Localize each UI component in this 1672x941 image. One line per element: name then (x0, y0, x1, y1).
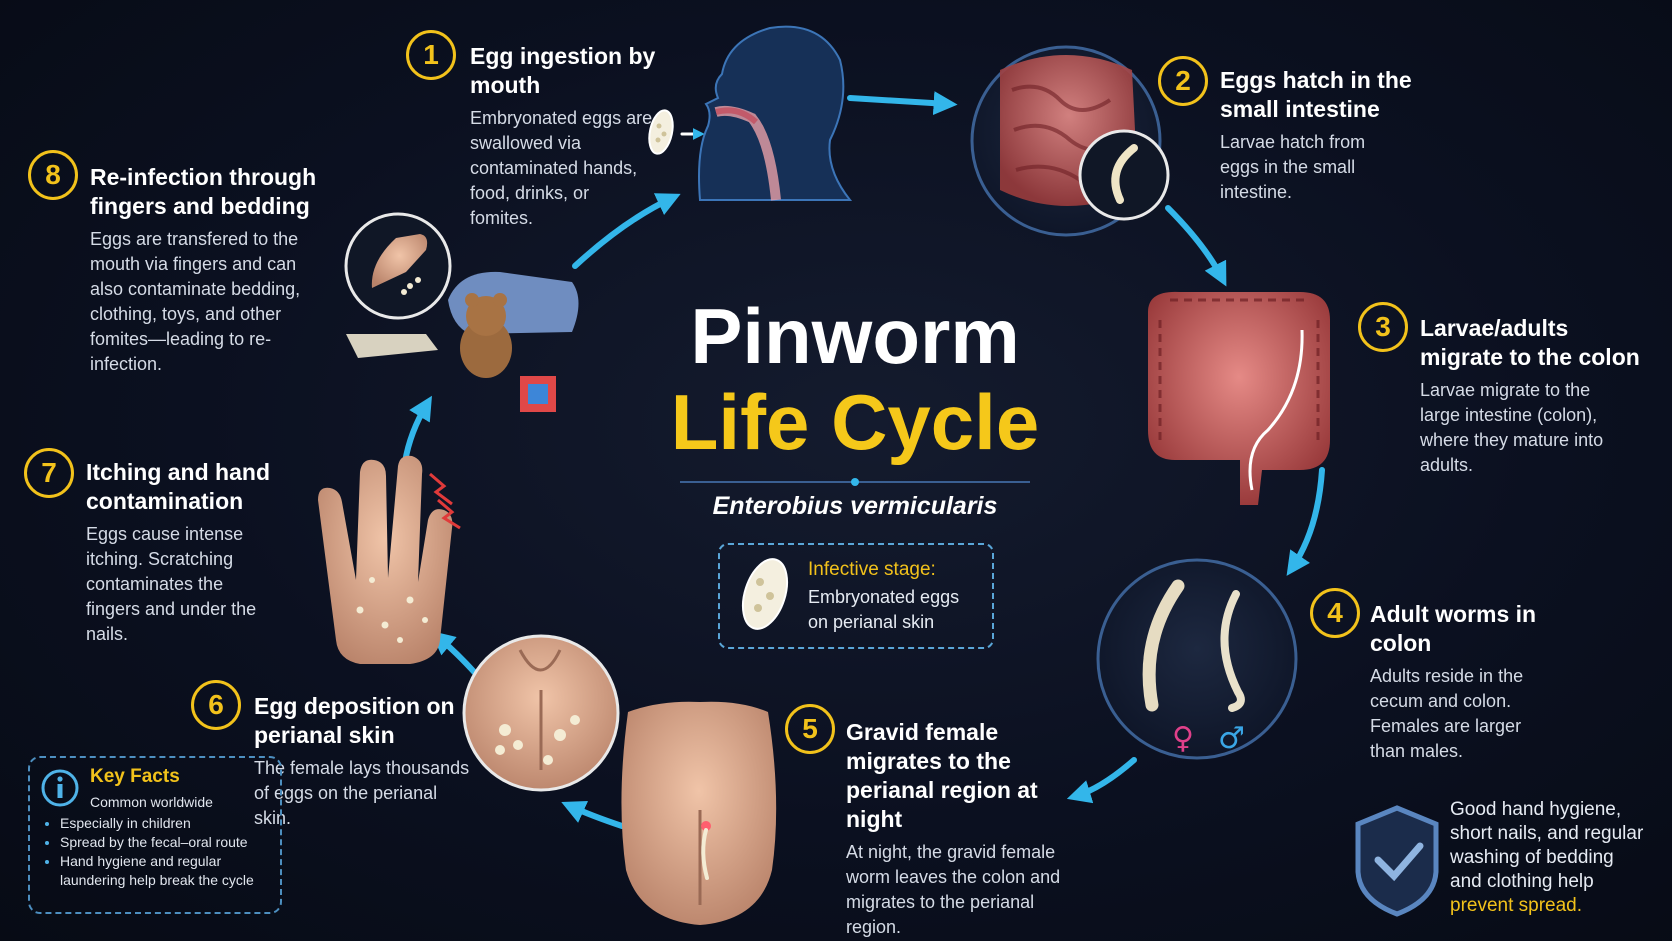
prevention-text: Good hand hygiene, short nails, and regu… (1450, 799, 1644, 892)
step-7-title: Itching and hand contamination (86, 459, 270, 514)
perianal-eggs-icon (462, 634, 620, 792)
head-profile-icon (698, 25, 853, 201)
step-5-number: 5 (785, 704, 835, 754)
step-5-text: At night, the gravid female worm leaves … (846, 842, 1061, 937)
step-8-title: Re-infection through fingers and bedding (90, 164, 317, 219)
step-5: Gravid female migrates to the perianal r… (846, 718, 1091, 940)
step-2-number: 2 (1158, 56, 1208, 106)
small-intestine-icon (970, 45, 1170, 237)
step-2-title: Eggs hatch in the small intestine (1220, 67, 1412, 122)
infective-stage-box: Infective stage: Embryonated eggs on per… (718, 543, 994, 649)
worms-icon: ♀ ♂ (1096, 558, 1298, 760)
step-3: Larvae/adults migrate to the colon Larva… (1420, 314, 1650, 478)
step-6: Egg deposition on perianal skin The fema… (254, 692, 479, 831)
key-facts-list: Especially in children Spread by the fec… (32, 814, 286, 890)
female-symbol: ♀ (1172, 721, 1194, 756)
step-4-text: Adults reside in the cecum and colon. Fe… (1370, 666, 1524, 761)
step-3-text: Larvae migrate to the large intestine (c… (1420, 380, 1604, 475)
step-6-number: 6 (191, 680, 241, 730)
subtitle: Enterobius vermicularis (712, 492, 998, 520)
step-1-text: Embryonated eggs are swallowed via conta… (470, 108, 653, 228)
step-2-text: Larvae hatch from eggs in the small inte… (1220, 132, 1366, 202)
arrow-2-to-3 (1165, 205, 1227, 287)
step-3-title: Larvae/adults migrate to the colon (1420, 315, 1640, 370)
key-facts-title: Key Facts (90, 766, 180, 787)
infective-egg-icon (741, 558, 789, 630)
key-fact-item: Especially in children (60, 814, 286, 833)
arrow-7-to-8 (402, 395, 432, 465)
key-fact-item: Hand hygiene and regular laundering help… (60, 852, 286, 890)
bedding-toys-icon (344, 212, 579, 412)
step-4: Adult worms in colon Adults reside in th… (1370, 600, 1565, 764)
male-symbol: ♂ (1218, 721, 1245, 756)
info-icon (41, 769, 79, 807)
step-2: Eggs hatch in the small intestine Larvae… (1220, 66, 1435, 205)
arrow-6-to-7 (430, 630, 479, 677)
step-5-title: Gravid female migrates to the perianal r… (846, 719, 1038, 832)
shield-check-icon (1355, 805, 1439, 917)
step-4-title: Adult worms in colon (1370, 601, 1537, 656)
buttocks-icon (621, 701, 777, 925)
step-7-text: Eggs cause intense itching. Scratching c… (86, 524, 257, 644)
prevention-highlight: prevent spread. (1450, 895, 1583, 916)
arrow-5-to-6 (561, 801, 625, 829)
infective-stage-label: Infective stage: (808, 559, 936, 580)
step-6-title: Egg deposition on perianal skin (254, 693, 455, 748)
step-6-text: The female lays thousands of eggs on the… (254, 758, 470, 828)
arrow-1-to-2 (847, 91, 958, 116)
hand-icon (318, 455, 461, 664)
infective-stage-text: Embryonated eggs on perianal skin (808, 587, 960, 632)
step-8: Re-infection through fingers and bedding… (90, 163, 340, 377)
prevention-note: Good hand hygiene, short nails, and regu… (1450, 798, 1650, 918)
step-1-number: 1 (406, 30, 456, 80)
step-4-number: 4 (1310, 588, 1360, 638)
arrow-4-to-5 (1066, 757, 1137, 804)
key-facts-box: Key Facts Common worldwide Especially in… (28, 756, 282, 914)
step-8-text: Eggs are transfered to the mouth via fin… (90, 229, 301, 374)
title-line-2: Life Cycle (670, 378, 1040, 466)
title-divider (680, 478, 1030, 486)
step-7: Itching and hand contamination Eggs caus… (86, 458, 296, 647)
large-intestine-icon (1148, 291, 1330, 505)
arrow-3-to-4 (1286, 467, 1325, 576)
step-3-number: 3 (1358, 302, 1408, 352)
key-facts-lead: Common worldwide (90, 794, 213, 810)
step-1-title: Egg ingestion by mouth (470, 43, 656, 98)
step-7-number: 7 (24, 448, 74, 498)
egg-icon (648, 109, 674, 155)
arrow-8-to-1 (572, 193, 681, 269)
step-1: Egg ingestion by mouth Embryonated eggs … (470, 42, 670, 231)
key-fact-item: Spread by the fecal–oral route (60, 833, 286, 852)
title-line-1: Pinworm (690, 292, 1020, 380)
step-8-number: 8 (28, 150, 78, 200)
